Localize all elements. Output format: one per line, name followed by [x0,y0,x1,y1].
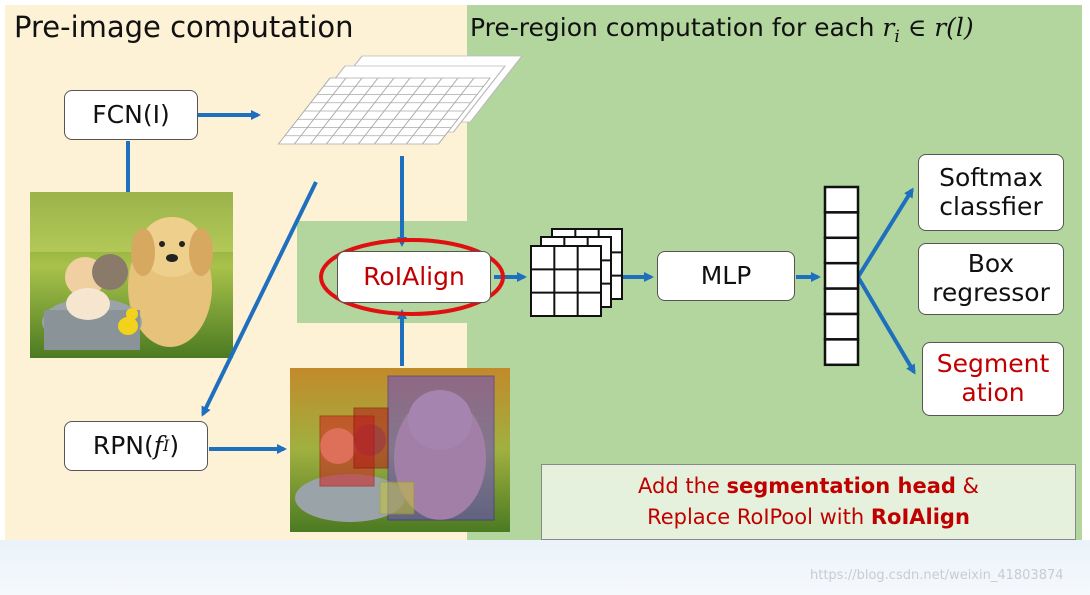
rpn-label: RPN( [92,430,154,460]
feature-vector-cell [823,287,860,316]
rpn-math: f [153,430,164,460]
feature-vector-cell [823,261,860,290]
note-line1-prefix: Add the [638,473,727,498]
mlp-box: MLP [657,251,795,301]
softmax-line2: classfier [939,191,1043,221]
fcn-box: FCN(I) [64,90,198,140]
pre-region-title-text: Pre-region computation for each [470,13,883,42]
region-proposals-photo [290,368,510,532]
segmentation-line2: ation [961,378,1025,407]
slide-footer [0,540,1090,595]
feature-vector-cell [823,211,860,240]
pre-image-title: Pre-image computation [14,10,354,44]
note-line1-bold: segmentation head [726,473,956,498]
pre-region-title: Pre-region computation for each ri ∈ r(l… [470,13,974,47]
box-regressor-line1: Box [967,249,1015,279]
softmax-line1: Softmax [939,162,1043,192]
note-line2-prefix: Replace RoIPool with [647,505,871,529]
feature-vector-icon [823,185,860,367]
note-line2-bold: RoIAlign [870,505,970,529]
roialign-box: RoIAlign [337,251,491,303]
vector-to-segmentation-arrow [856,275,916,375]
vector-to-softmax-arrow [856,187,914,279]
segmentation-line1: Segment [936,349,1050,379]
note-line1: Add the segmentation head & [638,471,979,503]
note-line1-suffix: & [955,473,979,498]
feature-vector-cell [823,338,860,367]
region-set: ∈ r(l) [899,13,974,42]
region-var-sub: i [894,27,900,47]
featuremap-to-rpn-arrow [201,181,318,417]
feature-map-grid-icon [277,55,524,145]
region-var: r [882,13,895,42]
box-regressor-line2: regressor [932,278,1050,307]
puppy-kittens-photo [30,192,233,358]
feature-vector-cell [823,236,860,265]
rpn-math-sub: I [163,435,170,455]
feature-vector-cell [823,185,860,214]
watermark: https://blog.csdn.net/weixin_41803874 [810,568,1064,583]
note-box: Add the segmentation head & Replace RoIP… [541,464,1076,540]
note-line2: Replace RoIPool with RoIAlign [647,502,970,534]
roi-feature-cube-icon [530,228,623,317]
roialign-highlight-ellipse [319,238,505,316]
feature-vector-cell [823,312,860,341]
rpn-close: ) [169,430,180,460]
